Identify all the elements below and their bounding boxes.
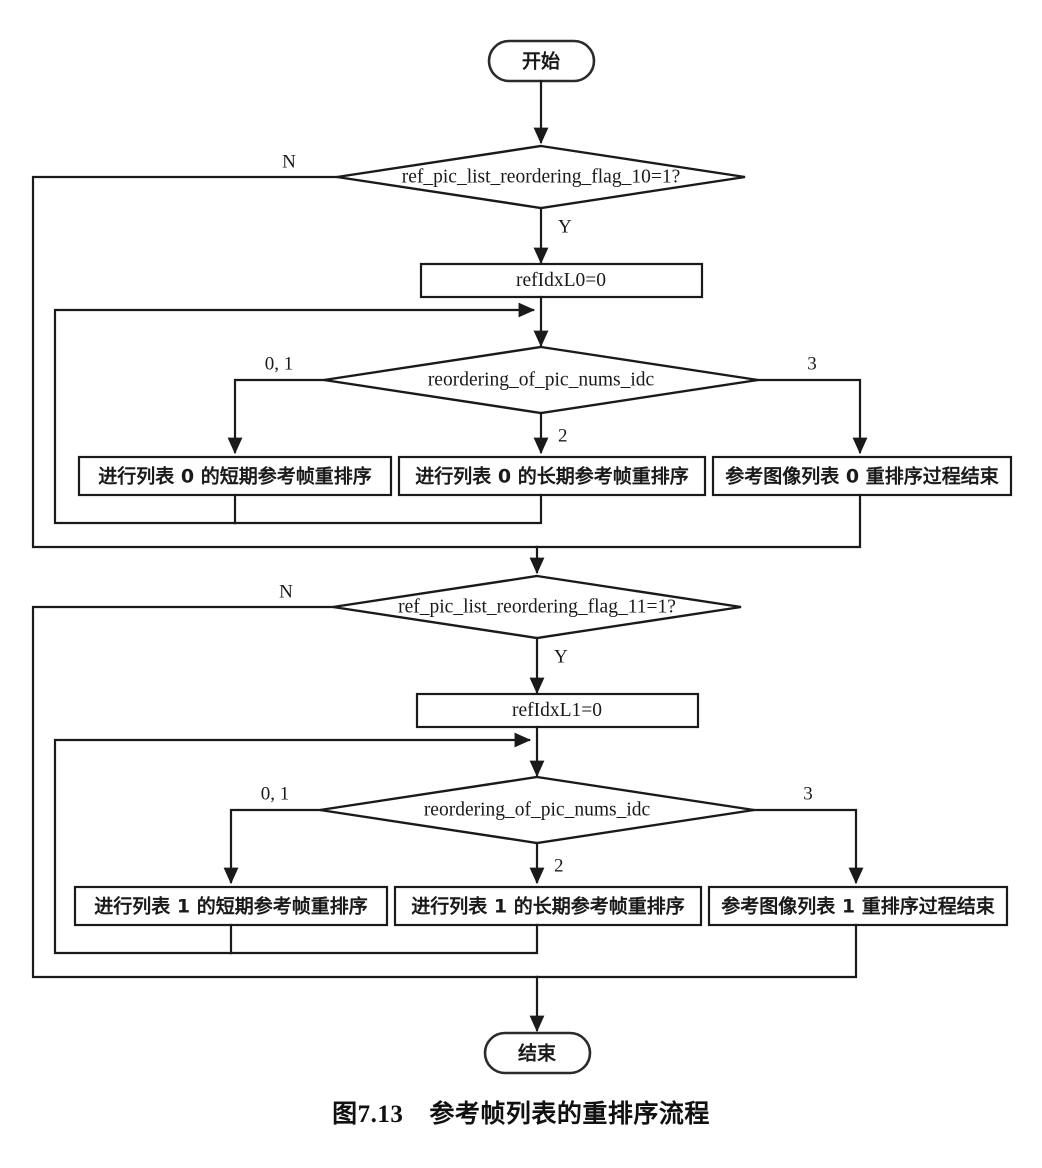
node-decision-flag-l1-label: ref_pic_list_reordering_flag_11=1? [398,596,676,617]
edge-loop-return-l0 [53,302,536,525]
node-decision-flag-l1: ref_pic_list_reordering_flag_11=1? [332,574,742,640]
node-l0-long-label: 进行列表 0 的长期参考帧重排序 [415,465,688,488]
edge-decision-l1-no [31,605,539,979]
edge-idc-l0-left [227,378,326,455]
edge-label-idc-l1-left: 0, 1 [261,783,290,804]
edge-label-no-l1: N [279,581,293,602]
figure-caption-text: 参考帧列表的重排序流程 [429,1099,710,1128]
node-l0-long: 进行列表 0 的长期参考帧重排序 [397,455,707,497]
edge-idc-l0-right [756,378,868,455]
figure-caption: 图7.13 参考帧列表的重排序流程 [0,1094,1042,1130]
edge-idc-l1-left [223,808,322,885]
node-l0-done-label: 参考图像列表 0 重排序过程结束 [725,465,999,488]
node-l1-long-label: 进行列表 1 的长期参考帧重排序 [411,895,684,918]
figure-caption-number: 图7.13 [332,1101,404,1128]
node-l0-short-label: 进行列表 0 的短期参考帧重排序 [98,465,371,488]
edge-l1-done-to-end [535,923,858,979]
node-init-l1-label: refIdxL1=0 [512,700,602,721]
node-l1-done-label: 参考图像列表 1 重排序过程结束 [721,895,995,918]
node-l0-done: 参考图像列表 0 重排序过程结束 [711,455,1013,497]
node-end: 结束 [483,1031,592,1075]
node-start: 开始 [487,39,596,83]
node-decision-idc-l1-label: reordering_of_pic_nums_idc [424,799,651,820]
edge-label-idc-l0-right: 3 [807,353,817,374]
node-l1-short-label: 进行列表 1 的短期参考帧重排序 [94,895,367,918]
node-init-l0-label: refIdxL0=0 [516,270,606,291]
edge-label-idc-l1-mid: 2 [554,855,564,876]
node-l1-short: 进行列表 1 的短期参考帧重排序 [73,885,389,927]
edge-decision-l0-no [31,175,539,549]
node-init-l0: refIdxL0=0 [419,262,704,299]
node-l1-done: 参考图像列表 1 重排序过程结束 [707,885,1009,927]
node-end-label: 结束 [518,1042,557,1065]
node-start-label: 开始 [522,50,560,73]
node-l1-long: 进行列表 1 的长期参考帧重排序 [393,885,703,927]
node-decision-flag-l0: ref_pic_list_reordering_flag_10=1? [336,144,746,210]
node-decision-idc-l0: reordering_of_pic_nums_idc [323,345,759,415]
node-decision-flag-l0-label: ref_pic_list_reordering_flag_10=1? [402,166,680,187]
edge-idc-l1-right [752,808,864,885]
edge-label-yes-l0: Y [558,216,572,237]
node-init-l1: refIdxL1=0 [415,692,700,729]
edge-l1-long-to-loop [229,923,539,955]
edge-loop-return-l1 [53,732,532,955]
edge-label-no-l0: N [282,151,296,172]
node-decision-idc-l1: reordering_of_pic_nums_idc [319,775,755,845]
edge-label-yes-l1: Y [554,646,568,667]
node-decision-idc-l0-label: reordering_of_pic_nums_idc [428,369,655,390]
node-l0-short: 进行列表 0 的短期参考帧重排序 [77,455,393,497]
edge-label-idc-l0-left: 0, 1 [265,353,294,374]
edge-l0-long-to-loop [233,493,543,525]
edge-label-idc-l1-right: 3 [803,783,813,804]
edge-label-idc-l0-mid: 2 [558,425,568,446]
edge-l0-done-to-next [535,493,862,549]
